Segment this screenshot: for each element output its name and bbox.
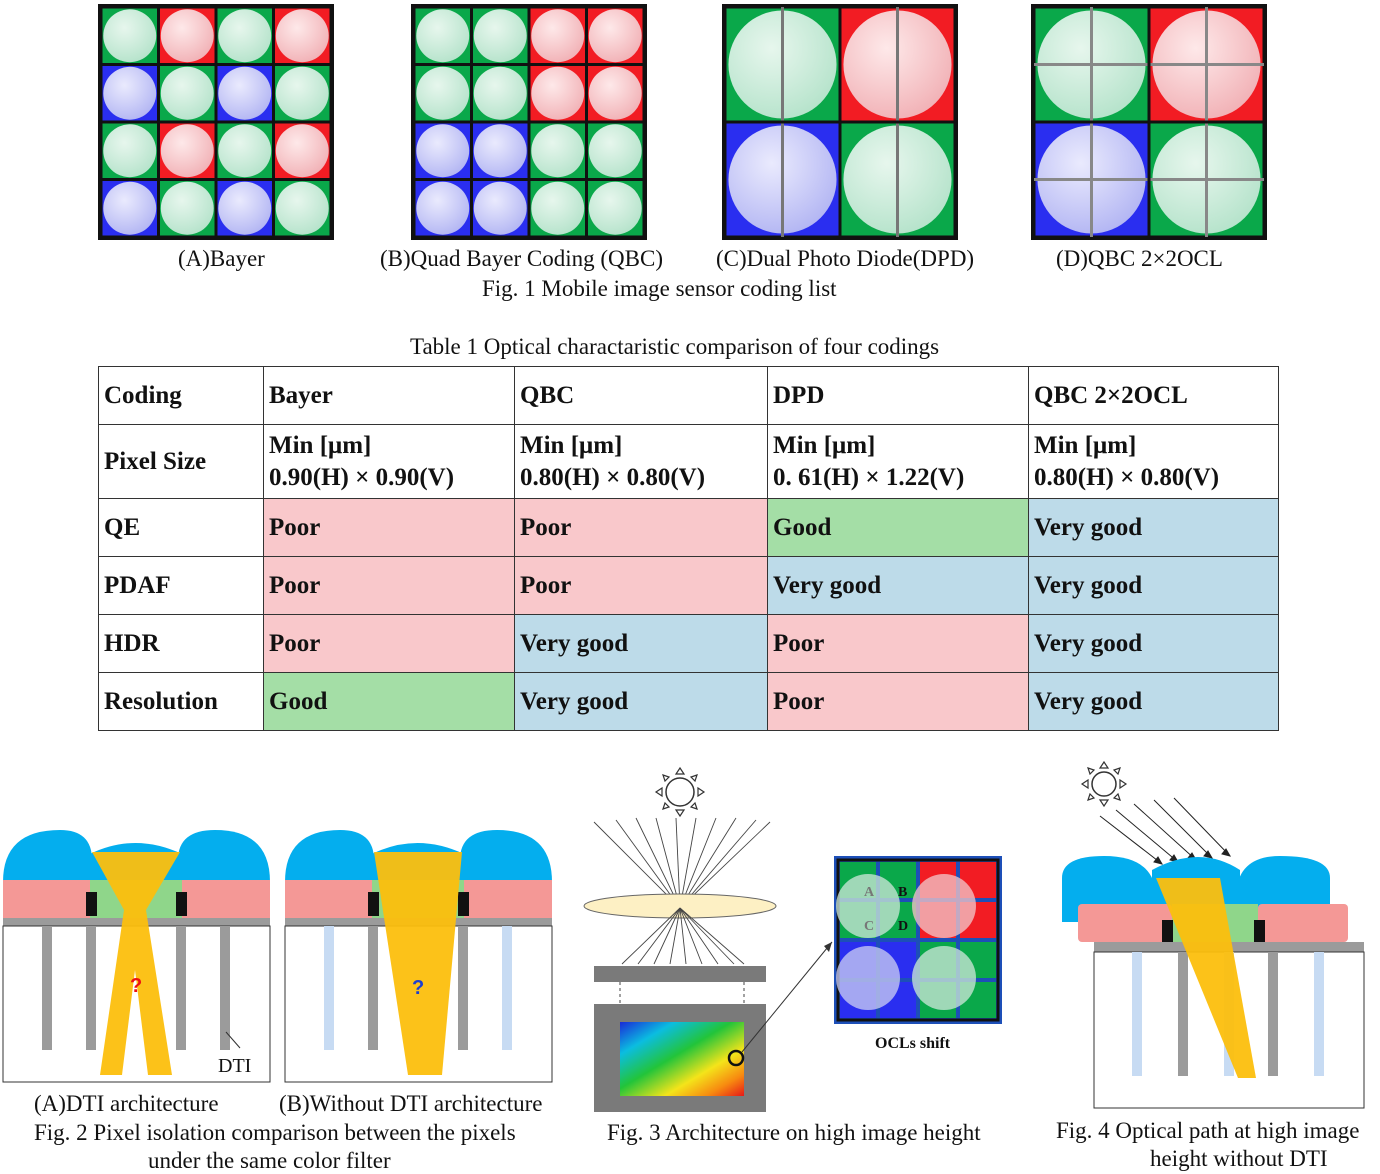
sun-icon [654, 766, 706, 818]
rating-cell: Very good [514, 614, 768, 673]
table-row-qe: QE Poor Poor Good Very good [98, 498, 1279, 557]
ocl-shift-label: OCLs shift [875, 1035, 951, 1052]
rating-cell: Poor [767, 614, 1029, 673]
rating-cell: Poor [767, 672, 1029, 731]
pd-label-b: B [898, 885, 907, 900]
rating-cell: Very good [514, 672, 768, 731]
header-qbc-2x2ocl: QBC 2×2OCL [1028, 366, 1279, 425]
rating-cell: Good [263, 672, 515, 731]
sun-icon [1080, 760, 1128, 808]
rating-cell: Good [767, 498, 1029, 557]
fig4-title-line2: height without DTI [1150, 1146, 1328, 1171]
fig2-caption-a: (A)DTI architecture [34, 1091, 219, 1116]
dti-label: DTI [218, 1055, 251, 1077]
pd-label-c: C [864, 919, 874, 934]
table1-title: Table 1 Optical charactaristic compariso… [410, 334, 940, 359]
pixel-size-cell: Min [μm]0.80(H) × 0.80(V) [1028, 424, 1279, 499]
header-bayer: Bayer [263, 366, 515, 425]
pd-label-a: A [864, 885, 875, 900]
rating-cell: Very good [1028, 556, 1279, 615]
row-label: HDR [98, 614, 264, 673]
row-label: Pixel Size [98, 424, 264, 499]
rating-cell: Poor [263, 498, 515, 557]
table-row-resolution: Resolution Good Very good Poor Very good [98, 672, 1279, 731]
fig4-diagram [1062, 760, 1365, 1109]
fig4-title: Fig. 4 Optical path at high image [1056, 1118, 1360, 1143]
fig1-caption-d: (D)QBC 2×2OCL [1056, 246, 1223, 271]
fig2-caption-b: (B)Without DTI architecture [279, 1091, 543, 1116]
table-row-hdr: HDR Poor Very good Poor Very good [98, 614, 1279, 673]
fig1-caption-a: (A)Bayer [178, 246, 265, 271]
question-mark-red: ? [130, 975, 142, 997]
fig1-sensor-qbc-2x2ocl [1031, 4, 1267, 240]
table-header-row: Coding Bayer QBC DPD QBC 2×2OCL [98, 366, 1279, 425]
header-coding: Coding [98, 366, 264, 425]
rating-cell: Very good [1028, 498, 1279, 557]
header-dpd: DPD [767, 366, 1029, 425]
row-label: PDAF [98, 556, 264, 615]
question-mark-blue: ? [412, 977, 424, 999]
fig1-sensor-bayer [98, 4, 334, 240]
table-row-pdaf: PDAF Poor Poor Very good Very good [98, 556, 1279, 615]
table1: Coding Bayer QBC DPD QBC 2×2OCL Pixel Si… [98, 366, 1279, 731]
pixel-size-cell: Min [μm]0. 61(H) × 1.22(V) [767, 424, 1029, 499]
rating-cell: Very good [1028, 614, 1279, 673]
fig2-panel-no-dti: ? [284, 830, 553, 1083]
rating-cell: Very good [767, 556, 1029, 615]
pixel-size-cell: Min [μm]0.90(H) × 0.90(V) [263, 424, 515, 499]
fig1-sensor-dpd [722, 4, 958, 240]
row-label: QE [98, 498, 264, 557]
table-row-pixel-size: Pixel Size Min [μm]0.90(H) × 0.90(V) Min… [98, 424, 1279, 499]
pd-label-d: D [898, 919, 908, 934]
header-qbc: QBC [514, 366, 768, 425]
fig3-title: Fig. 3 Architecture on high image height [607, 1120, 981, 1145]
fig3-diagram: A B C D OCLs shift [583, 766, 1002, 1112]
rating-cell: Poor [514, 556, 768, 615]
fig2-title: Fig. 2 Pixel isolation comparison betwee… [34, 1120, 516, 1145]
fig1-caption-b: (B)Quad Bayer Coding (QBC) [380, 246, 663, 271]
rating-cell: Poor [514, 498, 768, 557]
rating-cell: Poor [263, 614, 515, 673]
fig2-title-line2: under the same color filter [148, 1148, 391, 1173]
pixel-size-cell: Min [μm]0.80(H) × 0.80(V) [514, 424, 768, 499]
fig1-title: Fig. 1 Mobile image sensor coding list [482, 276, 837, 301]
row-label: Resolution [98, 672, 264, 731]
rating-cell: Very good [1028, 672, 1279, 731]
rating-cell: Poor [263, 556, 515, 615]
fig1-caption-c: (C)Dual Photo Diode(DPD) [716, 246, 975, 271]
fig2-diagram: ? DTI ? [2, 830, 553, 1083]
fig1-sensor-qbc [411, 4, 647, 240]
fig2-panel-dti: ? DTI [2, 830, 271, 1083]
